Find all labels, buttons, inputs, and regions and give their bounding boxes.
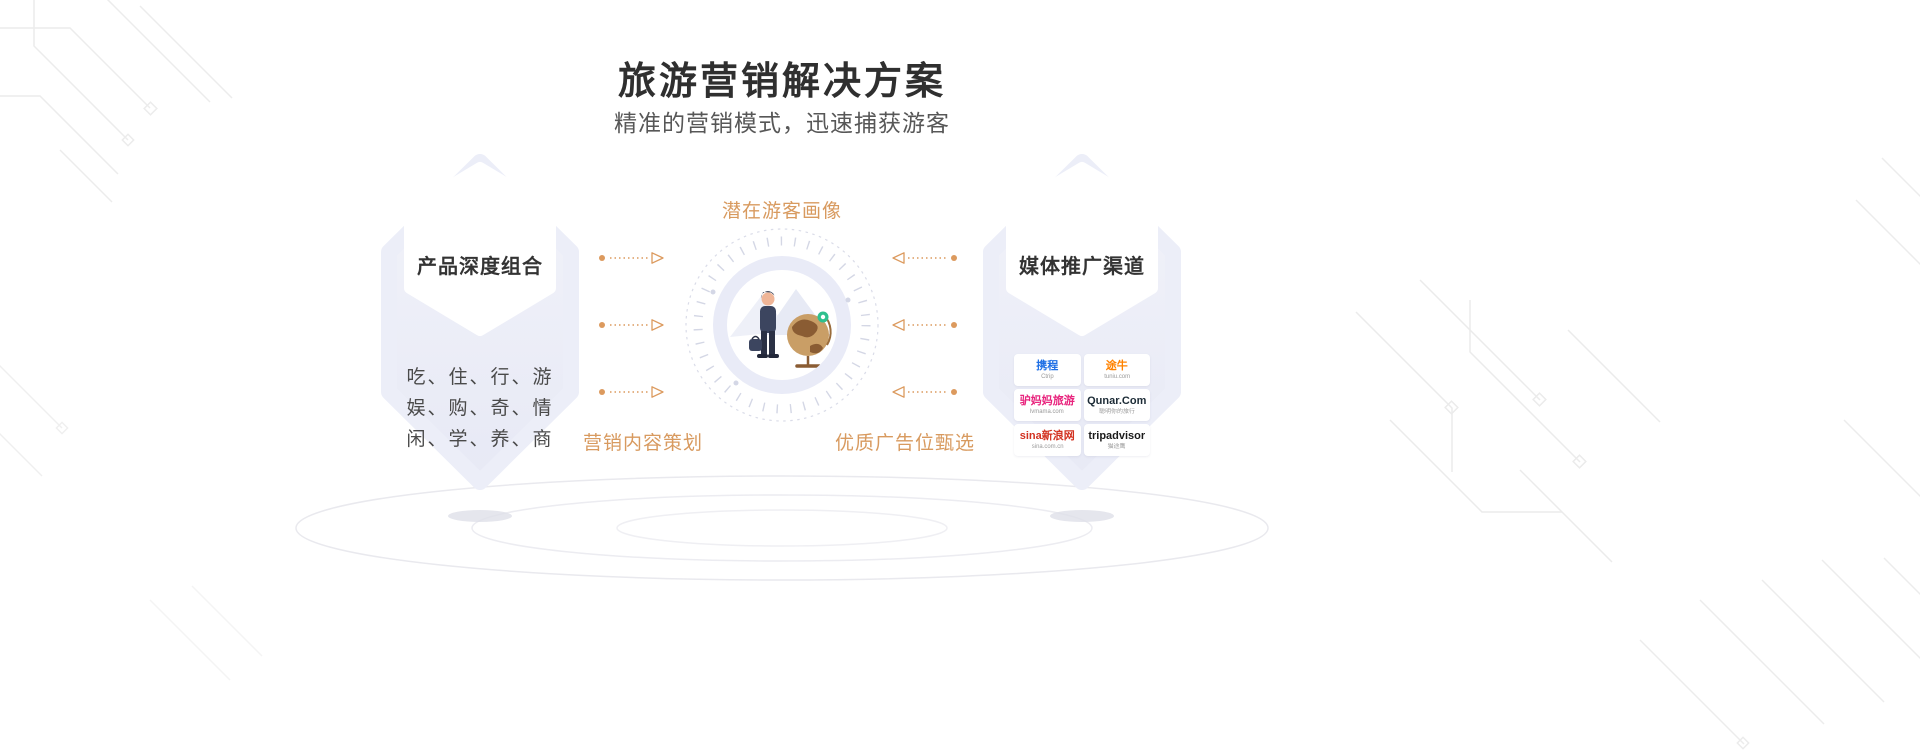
logo-sina-sub-label: sina.com.cn — [1031, 443, 1064, 450]
left-card-shadow — [448, 510, 512, 522]
logo-qunar-label: Qunar.Com — [1087, 394, 1147, 407]
travel-bag — [749, 339, 762, 351]
left-card-line-3: 闲、学、养、商 — [406, 429, 554, 450]
flow-label-audience-profile: 潜在游客画像 — [721, 201, 842, 222]
logo-tuniu-label: 途牛 — [1105, 359, 1128, 372]
flow-label-ad-selection: 优质广告位甄选 — [834, 433, 975, 454]
logo-tuniu-sub-label: tuniu.com — [1103, 373, 1130, 380]
page-title: 旅游营销解决方案 — [617, 61, 946, 103]
right-card-shadow — [1050, 510, 1114, 522]
logo-tuniu: 途牛 tuniu.com — [1083, 354, 1150, 386]
media-logo-grid: 携程 Ctrip 途牛 tuniu.com 驴妈妈旅游 lvmama.com Q… — [1014, 354, 1150, 456]
flow-arrow-left-1 — [598, 250, 666, 266]
flow-arrow-right-2 — [890, 317, 958, 333]
logo-sina: sina新浪网 sina.com.cn — [1014, 424, 1081, 456]
flow-arrow-right-3 — [890, 384, 958, 400]
logo-lvmama: 驴妈妈旅游 lvmama.com — [1014, 389, 1081, 421]
flow-arrow-right-1 — [890, 250, 958, 266]
product-combination-card: 产品深度组合 吃、住、行、游 娱、购、奇、情 闲、学、养、商 — [380, 152, 580, 492]
flow-label-content-planning: 营销内容策划 — [582, 433, 703, 454]
right-card-title: 媒体推广渠道 — [1019, 256, 1145, 278]
logo-qunar-sub-label: 聪明你的旅行 — [1098, 408, 1135, 415]
left-card-title: 产品深度组合 — [417, 256, 543, 278]
logo-tripadvisor-sub-label: 猫途鹰 — [1107, 443, 1126, 450]
logo-ctrip-label: 携程 — [1036, 359, 1059, 372]
location-pin-icon — [817, 311, 829, 323]
flow-arrow-left-2 — [598, 317, 666, 333]
left-card-text: 吃、住、行、游 娱、购、奇、情 闲、学、养、商 — [380, 362, 580, 455]
page-subtitle: 精准的营销模式，迅速捕获游客 — [614, 110, 950, 136]
media-channels-card: 媒体推广渠道 携程 Ctrip 途牛 tuniu.com 驴妈妈旅游 lvmam… — [982, 152, 1182, 492]
globe-graphic — [787, 314, 832, 368]
logo-qunar: Qunar.Com 聪明你的旅行 — [1083, 389, 1150, 421]
logo-lvmama-label: 驴妈妈旅游 — [1019, 394, 1075, 407]
logo-tripadvisor-label: tripadvisor — [1088, 429, 1146, 442]
left-card-line-1: 吃、住、行、游 — [406, 367, 554, 388]
logo-lvmama-sub-label: lvmama.com — [1030, 408, 1065, 415]
logo-tripadvisor: tripadvisor 猫途鹰 — [1083, 424, 1150, 456]
logo-sina-label: sina新浪网 — [1019, 429, 1075, 442]
flow-arrow-left-3 — [598, 384, 666, 400]
logo-ctrip: 携程 Ctrip — [1014, 354, 1081, 386]
logo-ctrip-sub-label: Ctrip — [1040, 373, 1054, 380]
left-card-line-2: 娱、购、奇、情 — [406, 398, 554, 419]
hexagon-card-background — [381, 154, 579, 490]
traveler-globe-illustration — [672, 215, 892, 435]
traveler-figure — [749, 291, 779, 358]
